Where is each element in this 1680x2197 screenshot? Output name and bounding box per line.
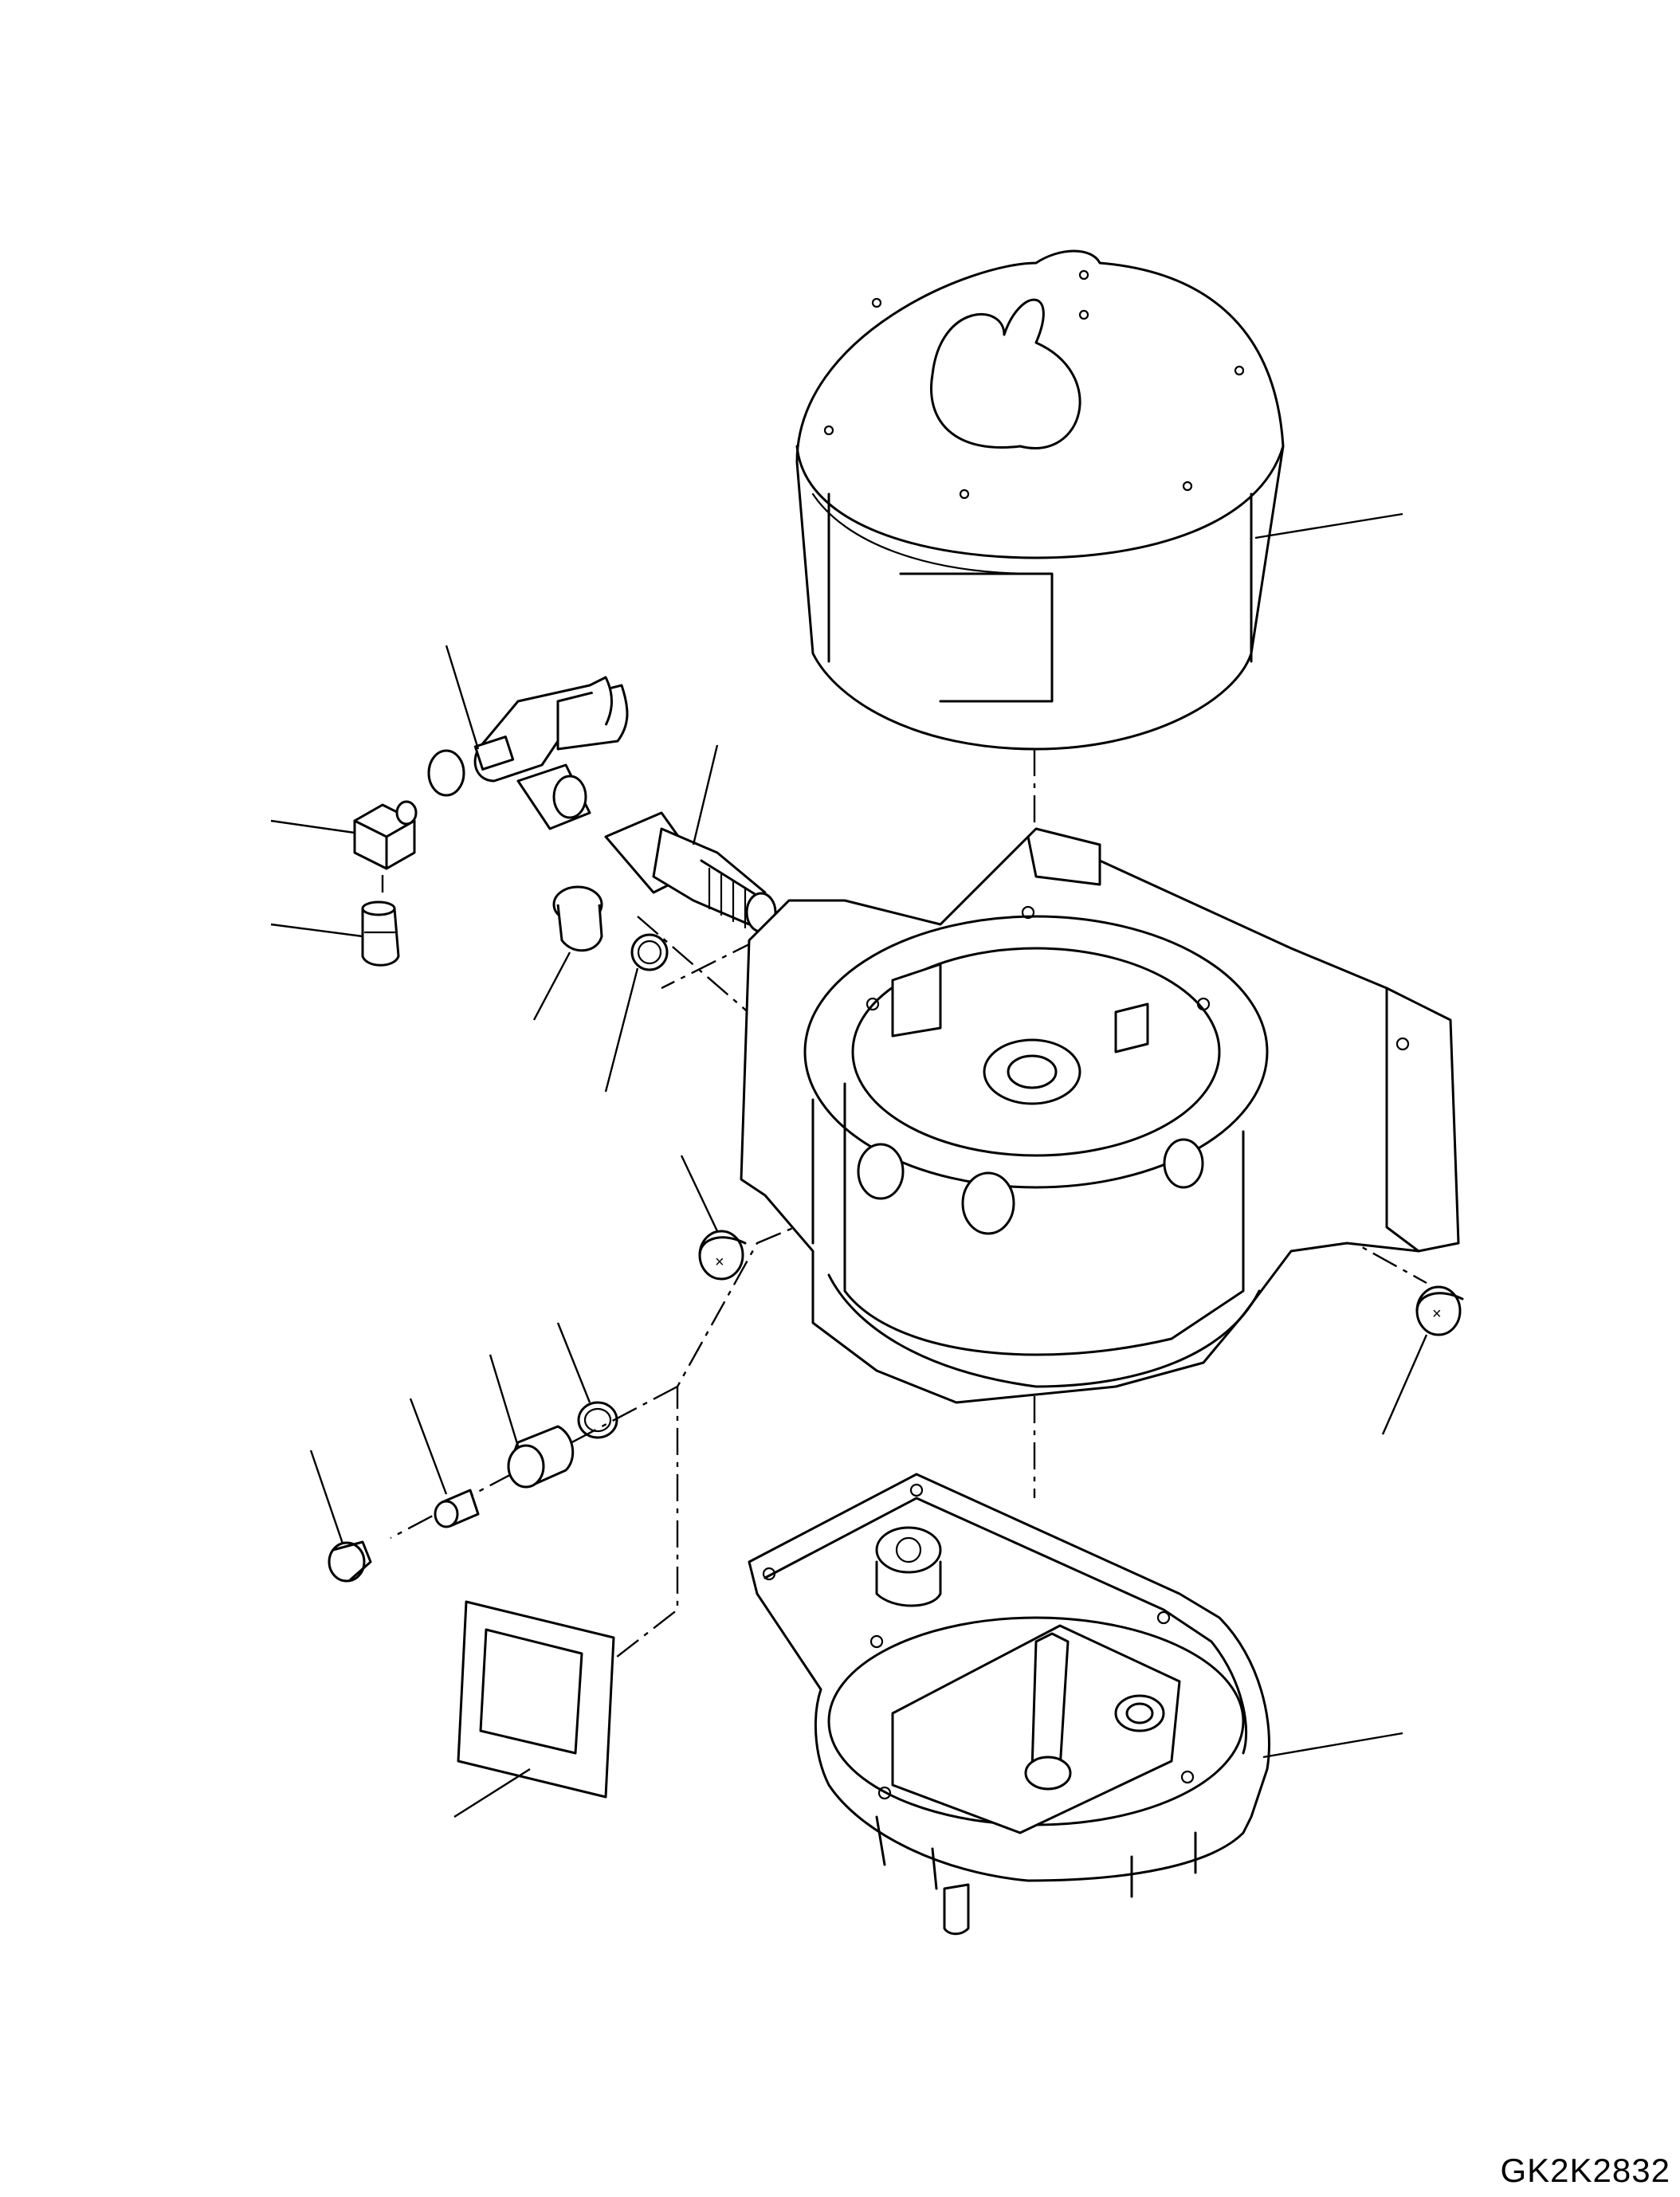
leader-lines [270, 512, 1428, 1818]
drawing-code: GK2K2832 [1500, 2152, 1670, 2189]
plug-cap-right: × [1415, 1285, 1464, 1336]
grease-nipple [434, 1489, 480, 1528]
cover-can [795, 249, 1285, 751]
o-ring-lower [577, 1401, 618, 1439]
plug-fitting [353, 800, 418, 870]
adapter-lower [507, 1425, 575, 1489]
pipe-adapter [604, 811, 777, 933]
tee-fitting [427, 676, 629, 830]
pump-housing [740, 827, 1460, 1404]
svg-text:×: × [715, 1253, 724, 1271]
cap-lower [328, 1540, 372, 1583]
label-plate [457, 1600, 615, 1799]
nipple [361, 900, 400, 967]
plug-cap-left: × [698, 1230, 747, 1281]
o-ring [630, 933, 669, 971]
svg-text:×: × [1432, 1305, 1442, 1323]
bushing [552, 885, 603, 952]
base-assembly [748, 1473, 1270, 1936]
